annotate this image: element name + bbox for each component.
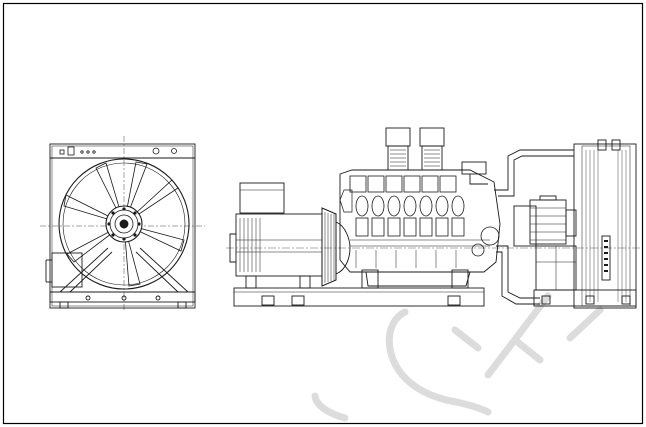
fan-shroud	[58, 158, 190, 290]
watermark	[311, 292, 604, 422]
alternator	[235, 213, 323, 277]
terminal-box	[239, 182, 285, 214]
air-filters	[385, 127, 445, 171]
coolant-pipes	[494, 149, 574, 305]
side-view-generator-set	[226, 127, 640, 309]
fan-blades	[63, 161, 185, 287]
valve-covers	[349, 175, 457, 193]
engine-block	[339, 169, 501, 273]
base-frame	[233, 287, 485, 307]
aux-motor	[529, 199, 567, 245]
end-view-radiator	[40, 136, 205, 312]
radiator-side	[573, 143, 637, 309]
cylinders	[355, 195, 465, 237]
